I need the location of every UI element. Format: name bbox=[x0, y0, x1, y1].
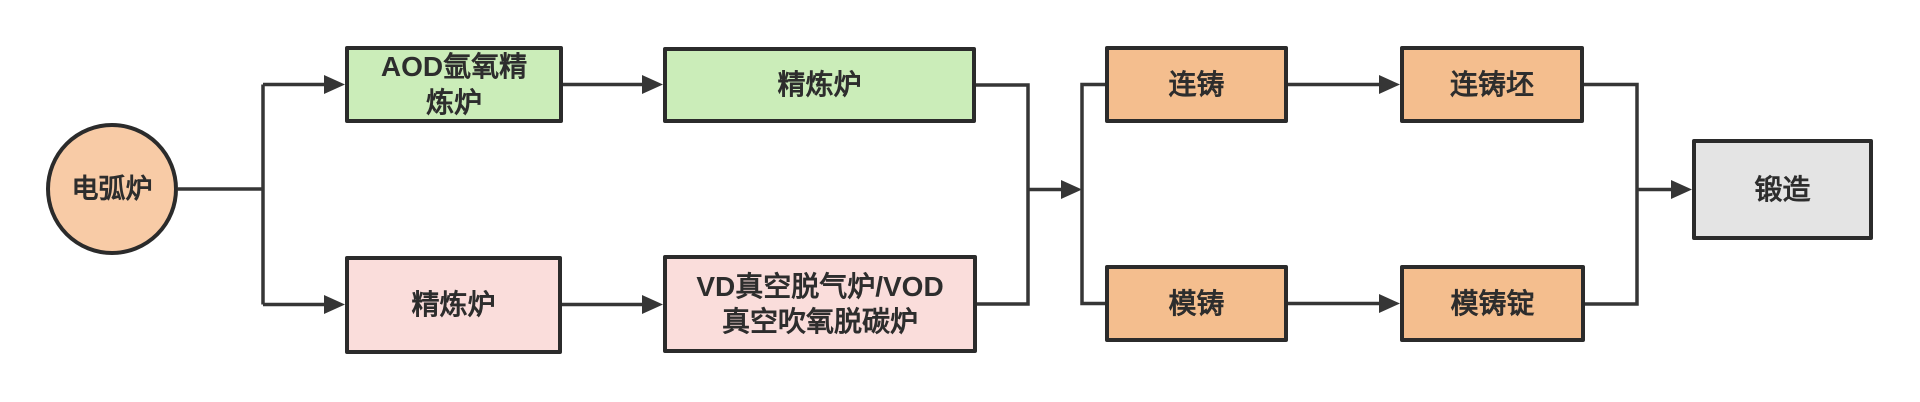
node-label: 连铸 bbox=[1168, 68, 1225, 100]
node-label: VD真空脱气炉/VOD 真空吹氧脱碳炉 bbox=[696, 270, 944, 337]
node-label: 模铸 bbox=[1168, 287, 1225, 319]
node-label: 连铸坯 bbox=[1449, 68, 1534, 100]
node-label: AOD氩氧精 炼炉 bbox=[380, 51, 528, 118]
node-mold-casting: 模铸 bbox=[1105, 265, 1288, 342]
node-label: 模铸锭 bbox=[1450, 287, 1535, 319]
edge-to-forging bbox=[1637, 180, 1692, 199]
node-aod-furnace: AOD氩氧精 炼炉 bbox=[345, 46, 563, 123]
node-label: 电弧炉 bbox=[71, 173, 153, 204]
edge-mc-ingot bbox=[1288, 294, 1400, 313]
node-forging: 锻造 bbox=[1692, 139, 1873, 240]
node-refining-furnace-bottom: 精炼炉 bbox=[345, 256, 562, 354]
node-vd-vod-furnace: VD真空脱气炉/VOD 真空吹氧脱碳炉 bbox=[663, 255, 977, 353]
node-label: 精炼炉 bbox=[777, 69, 862, 101]
edge-casting-split bbox=[1080, 82, 1105, 306]
node-mold-cast-ingot: 模铸锭 bbox=[1400, 265, 1585, 342]
node-label: 锻造 bbox=[1754, 173, 1811, 205]
edge-split-aod bbox=[263, 75, 345, 94]
edge-merge-left bbox=[976, 83, 1030, 306]
edge-split-refining-bottom bbox=[263, 295, 345, 314]
edge-merge-to-casting-split bbox=[1028, 180, 1082, 199]
node-continuous-casting: 连铸 bbox=[1105, 46, 1288, 123]
edge-refining-bottom-vdvod bbox=[562, 295, 663, 314]
edge-aod-refining-top bbox=[563, 75, 663, 94]
edge-eaf-split bbox=[178, 84, 265, 305]
node-continuous-cast-billet: 连铸坯 bbox=[1400, 46, 1584, 123]
node-label: 精炼炉 bbox=[411, 289, 496, 321]
node-electric-arc-furnace: 电弧炉 bbox=[46, 123, 178, 255]
edge-merge-right bbox=[1584, 82, 1639, 306]
node-refining-furnace-top: 精炼炉 bbox=[663, 47, 976, 123]
edge-cc-billet bbox=[1288, 75, 1400, 94]
